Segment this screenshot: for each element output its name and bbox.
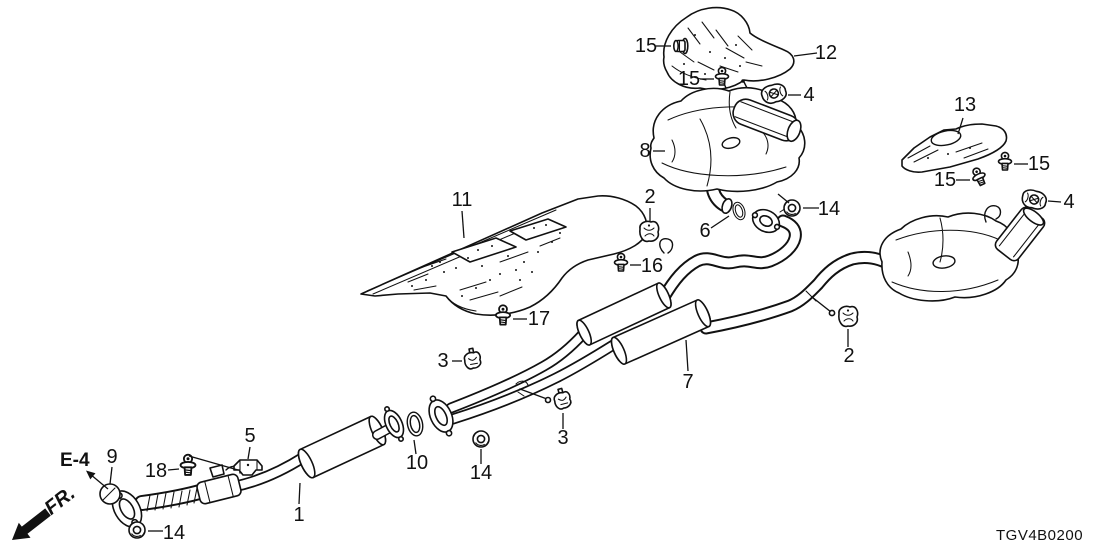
o-ring-icon[interactable] [730, 200, 748, 222]
callout-2-b[interactable]: 2 [843, 345, 854, 367]
pipe-clamp-icon[interactable] [461, 346, 483, 371]
callout-7[interactable]: 7 [682, 371, 693, 393]
rubber-mount-icon[interactable] [639, 220, 660, 243]
bolt-icon[interactable] [613, 252, 629, 272]
callout-4-a[interactable]: 4 [803, 84, 814, 106]
callout-15-b[interactable]: 15 [678, 68, 700, 90]
callout-11[interactable]: 11 [452, 189, 473, 211]
floor-heat-shield[interactable] [360, 195, 648, 316]
o-ring-icon[interactable] [404, 410, 426, 438]
callout-5[interactable]: 5 [244, 425, 255, 447]
leader-lines [109, 45, 1062, 532]
callout-6[interactable]: 6 [699, 220, 710, 242]
callout-14-c[interactable]: 14 [818, 198, 840, 220]
center-pipe-assembly[interactable] [422, 205, 901, 440]
callout-14-b[interactable]: 14 [470, 462, 492, 484]
callout-12[interactable]: 12 [815, 42, 837, 64]
right-rear-muffler[interactable] [879, 204, 1048, 302]
gasket-icon[interactable] [99, 483, 121, 505]
right-muffler-heat-shield[interactable] [901, 123, 1008, 173]
callout-1[interactable]: 1 [293, 504, 304, 526]
callouts: 1 2 2 3 3 4 4 5 6 7 8 9 10 11 12 13 14 1… [106, 35, 1074, 544]
bolt-icon[interactable] [968, 164, 990, 188]
fr-arrow-icon [12, 508, 51, 540]
callout-2-a[interactable]: 2 [644, 186, 655, 208]
callout-4-b[interactable]: 4 [1063, 191, 1074, 213]
hanger-bracket-icon[interactable] [233, 459, 263, 476]
drawing-code: TGV4B0200 [996, 527, 1083, 544]
callout-18[interactable]: 18 [145, 460, 167, 482]
center-pipe-front-flange [428, 395, 454, 437]
upper-muffler-heat-shield[interactable] [662, 6, 795, 91]
callout-15-d[interactable]: 15 [1028, 153, 1050, 175]
flange-nut-icon[interactable] [672, 37, 689, 55]
right-muffler-finisher[interactable] [993, 204, 1048, 263]
fr-direction-marker: FR. [12, 482, 80, 540]
bolt-icon[interactable] [997, 151, 1013, 171]
callout-15-c[interactable]: 15 [934, 169, 956, 191]
front-pipe-assembly[interactable] [106, 404, 409, 532]
callout-14-a[interactable]: 14 [163, 522, 185, 544]
callout-8[interactable]: 8 [639, 140, 650, 162]
rubber-mount-icon[interactable] [838, 305, 859, 328]
section-ref-arrow [86, 470, 109, 490]
self-lock-nut-icon[interactable] [472, 430, 490, 448]
left-rear-muffler[interactable] [649, 76, 806, 215]
callout-3-a[interactable]: 3 [437, 350, 448, 372]
left-muffler-finisher[interactable] [730, 96, 805, 145]
callout-15-a[interactable]: 15 [635, 35, 657, 57]
callout-17[interactable]: 17 [528, 308, 550, 330]
section-ref-label[interactable]: E-4 [60, 450, 90, 471]
self-lock-nut-icon[interactable] [783, 199, 801, 217]
pipe-clamp-icon[interactable] [551, 386, 574, 412]
callout-10[interactable]: 10 [406, 452, 428, 474]
callout-3-b[interactable]: 3 [557, 427, 568, 449]
self-lock-nut-icon[interactable] [128, 521, 146, 539]
center-pipe-upper-flange [751, 208, 781, 234]
callout-13[interactable]: 13 [954, 94, 976, 116]
callout-16[interactable]: 16 [641, 255, 663, 277]
callout-9[interactable]: 9 [106, 446, 117, 468]
